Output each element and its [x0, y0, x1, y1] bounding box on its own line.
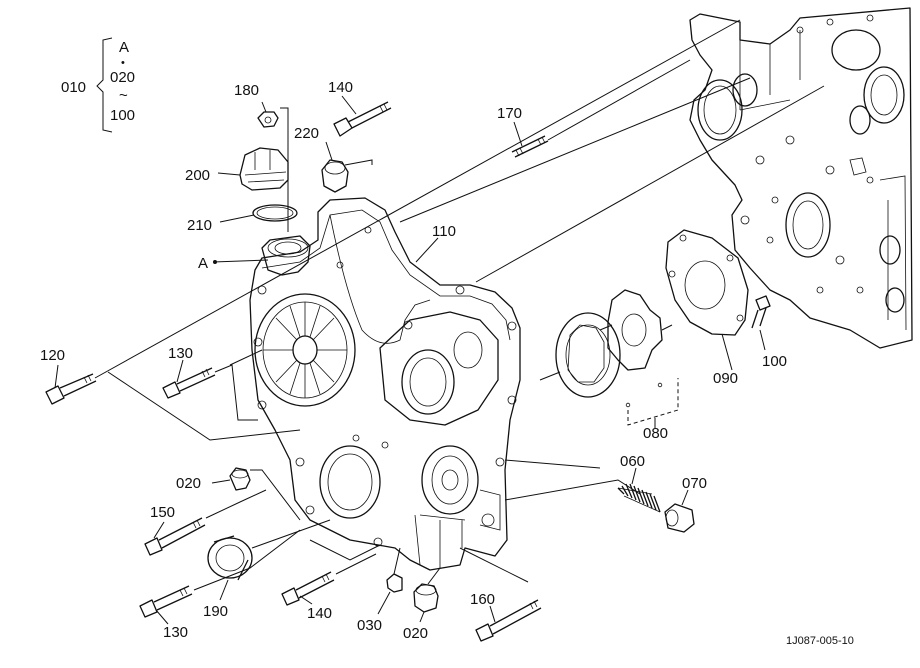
bolt-130-lower [139, 585, 193, 618]
label-170: 170 [497, 105, 522, 122]
bolt-140-top [333, 101, 392, 137]
label-bracket-020: 020 [110, 69, 135, 86]
label-140-top: 140 [328, 79, 353, 96]
bolt-150 [144, 517, 206, 556]
label-070: 070 [682, 475, 707, 492]
label-140-lower: 140 [307, 605, 332, 622]
oil-pump-rotor [555, 289, 663, 408]
o-ring [252, 204, 298, 222]
filler-neck [261, 235, 311, 276]
plug-030 [386, 573, 403, 593]
label-190: 190 [203, 603, 228, 620]
stud-170 [511, 135, 549, 158]
leader-lines [54, 19, 825, 625]
oil-seal [207, 535, 253, 581]
plug [321, 159, 349, 193]
cover-impeller [254, 293, 356, 407]
group-bracket [96, 37, 113, 133]
label-200: 200 [185, 167, 210, 184]
label-210: 210 [187, 217, 212, 234]
nut [257, 111, 279, 128]
plug-020-left [229, 467, 251, 491]
bolt-100 [751, 295, 771, 329]
label-030: 030 [357, 617, 382, 634]
label-100: 100 [762, 353, 787, 370]
bolt-130-upper [162, 367, 216, 399]
label-020-left: 020 [176, 475, 201, 492]
pump-cover-plate [665, 229, 749, 336]
label-080: 080 [643, 425, 668, 442]
drawing-number: 1J087-005-10 [786, 635, 854, 647]
label-bracket-tilde: ~ [119, 87, 128, 104]
label-160: 160 [470, 591, 495, 608]
label-130-lower: 130 [163, 624, 188, 641]
label-020-lower: 020 [403, 625, 428, 642]
oil-pump-housing [379, 311, 499, 426]
gear-case [249, 197, 521, 571]
label-150: 150 [150, 504, 175, 521]
label-220: 220 [294, 125, 319, 142]
label-130-upper: 130 [168, 345, 193, 362]
plug-020-lower [413, 583, 439, 613]
relief-spring [617, 483, 661, 513]
label-120: 120 [40, 347, 65, 364]
label-010: 010 [61, 79, 86, 96]
label-bracket-dot: • [121, 57, 125, 69]
engine-block [689, 7, 913, 349]
label-a-marker: A [198, 255, 208, 272]
part-labels: 010 A • 020 ~ 100 180 140 220 200 210 A … [40, 39, 854, 647]
oil-filler-cap [239, 147, 289, 191]
label-060: 060 [620, 453, 645, 470]
relief-valve [664, 503, 695, 533]
label-090: 090 [713, 370, 738, 387]
label-bracket-a: A [119, 39, 129, 56]
a-marker-dot [213, 260, 217, 264]
bolt-140-lower [281, 571, 335, 606]
label-bracket-100: 100 [110, 107, 135, 124]
bolt-120 [45, 373, 97, 405]
label-180: 180 [234, 82, 259, 99]
bolt-160 [475, 599, 542, 642]
label-110: 110 [432, 223, 456, 240]
